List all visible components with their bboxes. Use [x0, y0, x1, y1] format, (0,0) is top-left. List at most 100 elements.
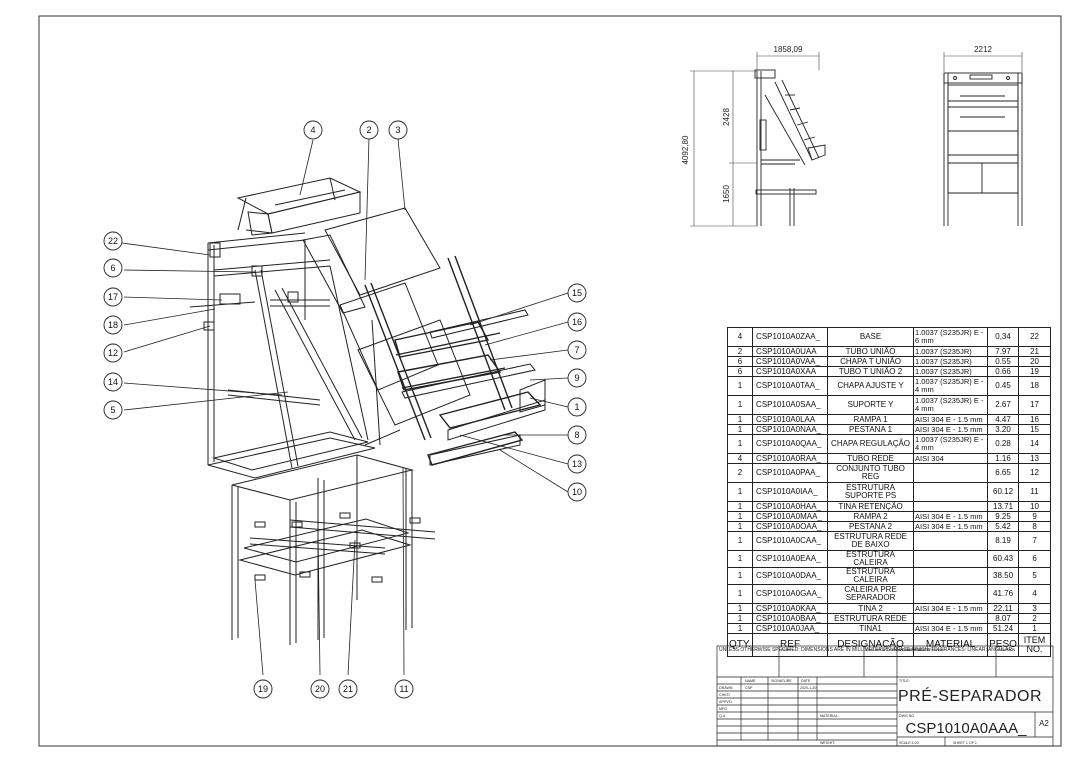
tb-sheet-label: SHEET 1 OF 1	[953, 741, 977, 745]
bom-cell-material	[913, 463, 989, 483]
balloon-number: 5	[110, 405, 115, 415]
bom-cell-ref: CSP1010A0RAA_	[752, 453, 829, 464]
tb-name-header: NAME	[745, 679, 756, 683]
bom-cell-ref: CSP1010A0GAA_	[752, 584, 829, 604]
bom-cell-qty: 1	[726, 584, 754, 604]
sheet-border	[38, 15, 1062, 747]
balloon-item-17: 17	[103, 287, 123, 307]
bom-cell-material: AISI 304 E - 1.5 mm	[913, 424, 989, 435]
bom-cell-peso: 0.66	[987, 366, 1020, 377]
balloon-item-11: 11	[394, 679, 414, 699]
balloon-number: 22	[108, 236, 118, 246]
balloon-circle	[567, 368, 587, 388]
bom-header-item: ITEM NO.	[1018, 633, 1052, 657]
bom-cell-ref: CSP1010A0MAA_	[752, 511, 829, 522]
bom-cell-qty: 1	[726, 623, 754, 634]
bom-cell-material	[913, 613, 989, 624]
balloon-circle	[567, 397, 587, 417]
bom-cell-peso: 0.28	[987, 434, 1020, 454]
bom-cell-material: 1.0037 (S235JR)	[913, 346, 989, 357]
balloon-item-19: 19	[253, 679, 273, 699]
balloon-number: 7	[574, 345, 579, 355]
bom-cell-item: 18	[1018, 376, 1052, 396]
balloon-circle	[567, 425, 587, 445]
bom-cell-peso: 60.12	[987, 482, 1020, 502]
balloon-circle	[338, 679, 358, 699]
bom-cell-desc: TUBO UNIÃO	[827, 346, 915, 357]
bom-cell-item: 22	[1018, 327, 1052, 347]
tb-mfg-label: MFG	[719, 707, 727, 711]
balloon-item-18: 18	[103, 315, 123, 335]
bom-cell-desc: ESTRUTURA CALEIRA	[827, 550, 915, 568]
balloon-number: 6	[110, 263, 115, 273]
balloon-circle	[567, 340, 587, 360]
front-view-dimensions	[943, 52, 1023, 72]
bom-cell-material: AISI 304 E - 1.5 mm	[913, 511, 989, 522]
bom-cell-item: 8	[1018, 521, 1052, 532]
bom-cell-peso: 4.47	[987, 414, 1020, 425]
bom-cell-desc: TINA1	[827, 623, 915, 634]
bom-cell-ref: CSP1010A0HAA_	[752, 501, 829, 512]
bom-cell-item: 4	[1018, 584, 1052, 604]
balloon-number: 10	[572, 487, 582, 497]
bom-cell-item: 2	[1018, 613, 1052, 624]
drawing-title: PRÉ-SEPARADOR	[898, 686, 1042, 705]
balloon-circle	[394, 679, 414, 699]
tb-dwgno-label: DWG NO.	[899, 714, 915, 718]
bom-cell-desc: CHAPA T UNIÃO	[827, 356, 915, 367]
bom-cell-material: AISI 304 E - 1.5 mm	[913, 414, 989, 425]
bom-cell-desc: ESTRUTURA SUPORTE PS	[827, 482, 915, 502]
bom-cell-qty: 1	[726, 482, 754, 502]
bom-cell-ref: CSP1010A0OAA_	[752, 521, 829, 532]
bom-cell-material	[913, 531, 989, 551]
bom-cell-qty: 1	[726, 414, 754, 425]
balloon-number: 19	[258, 684, 268, 694]
bom-cell-item: 11	[1018, 482, 1052, 502]
bom-cell-desc: CONJUNTO TUBO REG	[827, 463, 915, 483]
bom-cell-qty: 1	[726, 567, 754, 585]
bom-cell-ref: CSP1010A0IAA_	[752, 482, 829, 502]
balloon-item-10: 10	[567, 482, 587, 502]
bom-cell-ref: CSP1010A0BAA_	[752, 613, 829, 624]
bom-cell-desc: ESTRUTURA REDE DE BAIXO	[827, 531, 915, 551]
balloon-number: 17	[108, 292, 118, 302]
balloon-circle	[103, 372, 123, 392]
balloon-number: 18	[108, 320, 118, 330]
bom-cell-material	[913, 482, 989, 502]
ladder-rede-part	[364, 255, 542, 466]
bom-cell-qty: 1	[726, 613, 754, 624]
bom-cell-ref: CSP1010A0JAA_	[752, 623, 829, 634]
bom-cell-desc: RAMPA 2	[827, 511, 915, 522]
balloon-circle	[567, 312, 587, 332]
balloon-number: 12	[108, 348, 118, 358]
bom-cell-ref: CSP1010A0DAA_	[752, 567, 829, 585]
tina-2-part	[302, 207, 471, 446]
balloon-item-1: 1	[567, 397, 587, 417]
bom-cell-desc: SUPORTE Y	[827, 395, 915, 415]
drawing-number: CSP1010A0AAA_	[906, 720, 1028, 737]
bom-cell-qty: 1	[726, 511, 754, 522]
title-block	[716, 645, 1054, 747]
bom-cell-peso: 7.97	[987, 346, 1020, 357]
bom-cell-desc: PESTANA 1	[827, 424, 915, 435]
bom-cell-item: 14	[1018, 434, 1052, 454]
bom-cell-material: AISI 304 E - 1.5 mm	[913, 521, 989, 532]
bom-cell-peso: 51.24	[987, 623, 1020, 634]
balloon-leaders	[121, 137, 569, 676]
balloon-item-13: 13	[567, 454, 587, 474]
bom-cell-desc: CHAPA AJUSTE Y	[827, 376, 915, 396]
bom-cell-desc: CHAPA REGULAÇÃO	[827, 434, 915, 454]
bom-cell-material: 1.0037 (S235JR)	[913, 366, 989, 377]
bom-cell-item: 1	[1018, 623, 1052, 634]
bom-cell-material: 1.0037 (S235JR) E - 4 mm	[913, 395, 989, 415]
tb-material-label: MATERIAL:	[820, 714, 839, 718]
bom-cell-peso: 8.07	[987, 613, 1020, 624]
bom-cell-ref: CSP1010A0LAA	[752, 414, 829, 425]
bom-cell-desc: ESTRUTURA CALEIRA	[827, 567, 915, 585]
bom-header-material: MATERIAL	[913, 633, 989, 657]
